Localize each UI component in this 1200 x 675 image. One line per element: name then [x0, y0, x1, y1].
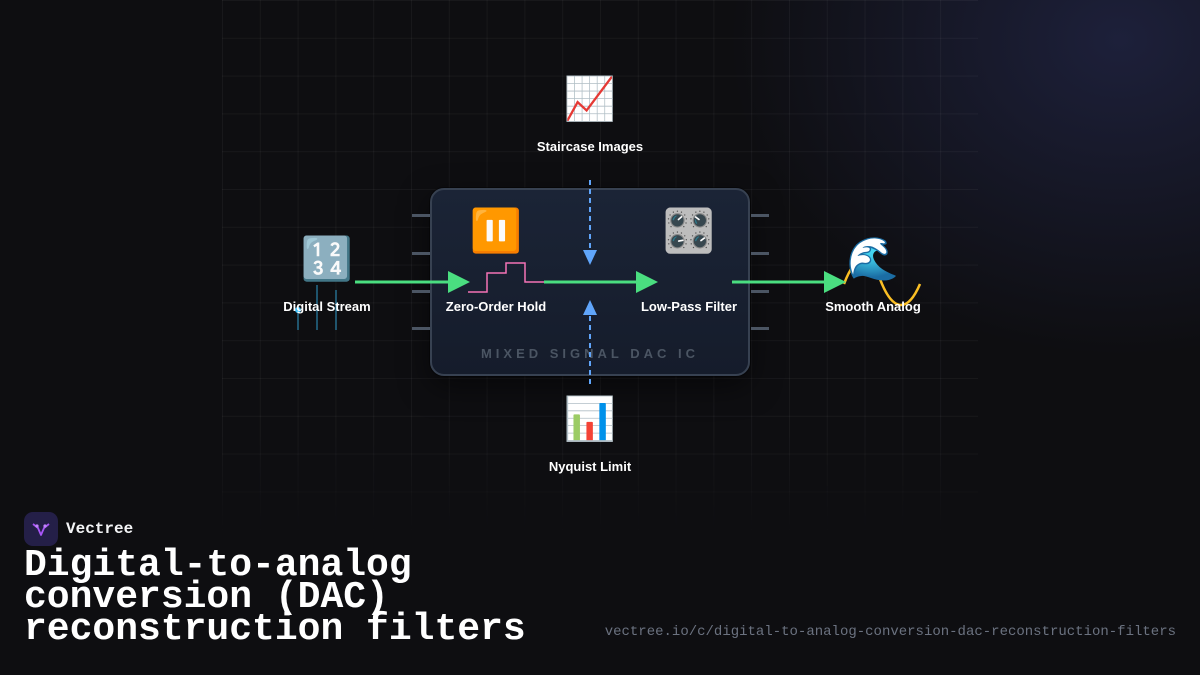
- staircase-waveform: [468, 262, 544, 293]
- chip-label: MIXED SIGNAL DAC IC: [480, 346, 700, 361]
- node-label-low-pass-filter: Low-Pass Filter: [640, 299, 738, 314]
- chip-pin: [751, 290, 769, 293]
- bar-chart-icon: 📊: [563, 394, 617, 443]
- chip-pin: [751, 214, 769, 217]
- digital-pulse-dot: [295, 307, 301, 313]
- chart-increasing-icon: 📈: [563, 74, 617, 123]
- node-label-smooth-analog: Smooth Analog: [825, 299, 921, 314]
- flow-arrow-hold-to-filter: [544, 271, 658, 293]
- chip-pin: [412, 252, 430, 255]
- node-label-digital-stream: Digital Stream: [283, 299, 371, 314]
- node-label-zero-order-hold: Zero-Order Hold: [445, 299, 547, 314]
- source-url: vectree.io/c/digital-to-analog-conversio…: [604, 624, 1176, 640]
- node-label-staircase-images: Staircase Images: [536, 139, 644, 154]
- influence-arrow-nyquist: [583, 300, 597, 386]
- influence-arrow-staircase: [583, 180, 597, 265]
- input-numbers-icon: 🔢: [300, 234, 354, 283]
- brand-name: Vectree: [66, 520, 134, 538]
- flow-arrow-digital-to-hold: [355, 271, 470, 293]
- chip-pin: [412, 327, 430, 330]
- page-title: Digital-to-analog conversion (DAC) recon…: [24, 544, 526, 651]
- pause-icon: ⏸️: [469, 206, 523, 255]
- flow-arrow-filter-to-analog: [732, 271, 846, 293]
- node-label-nyquist-limit: Nyquist Limit: [548, 459, 632, 474]
- chip-pin: [751, 327, 769, 330]
- chip-pin: [412, 214, 430, 217]
- wave-icon: 🌊: [846, 234, 900, 283]
- vectree-logo-icon: [24, 512, 58, 546]
- control-knobs-icon: 🎛️: [662, 206, 716, 255]
- analog-waveform: [842, 258, 922, 306]
- brand: Vectree: [24, 512, 133, 546]
- chip-pin: [751, 252, 769, 255]
- chip-pin: [412, 290, 430, 293]
- digital-pulse-lines: [297, 285, 337, 330]
